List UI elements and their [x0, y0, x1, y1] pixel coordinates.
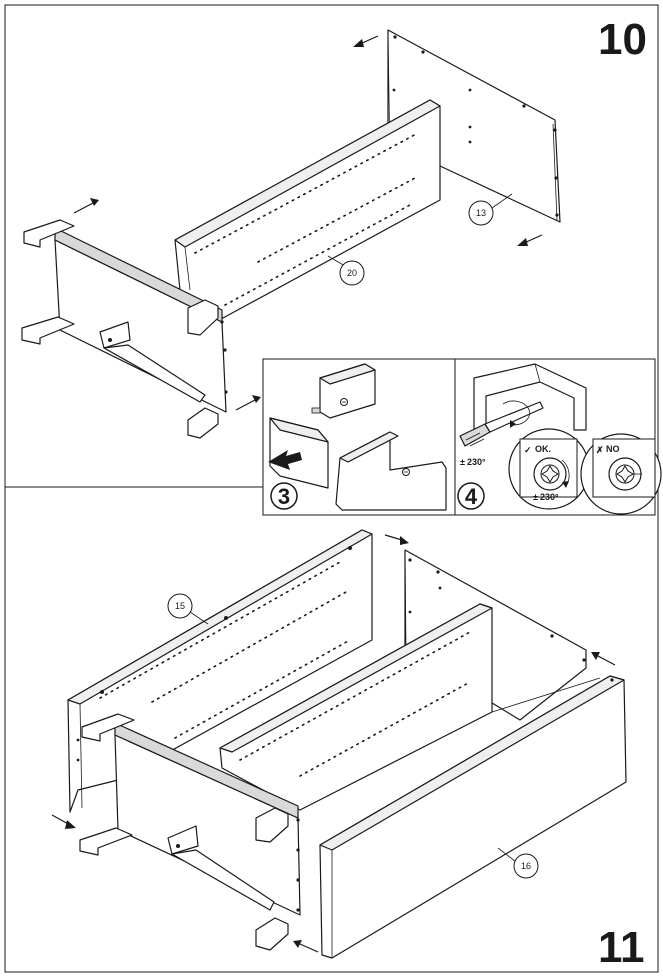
callout-20-label: 20 — [347, 268, 357, 278]
step-number-11: 11 — [598, 923, 645, 972]
arrow-upper-left — [353, 35, 379, 47]
rotation-label-ok-value: 230° — [540, 492, 559, 502]
base-frame-step10 — [21, 219, 228, 439]
cam-lock-ok-detail — [508, 428, 590, 510]
inset-4-badge — [457, 482, 485, 510]
no-label: NO — [606, 444, 620, 454]
callout-16: 16 — [497, 847, 539, 879]
inset-3-badge — [270, 482, 298, 510]
arrow-step11-top — [384, 534, 409, 545]
callout-15-label: 15 — [175, 601, 185, 611]
base-frame-step11 — [79, 713, 301, 951]
ok-checkmark-icon: ✓ — [524, 445, 532, 455]
inset-3-cam-bolt — [268, 363, 447, 511]
inset-number-3: 3 — [278, 484, 290, 509]
step-number-10: 10 — [598, 15, 647, 64]
rotation-label-ok: ± — [533, 492, 538, 502]
no-cross-icon: ✗ — [596, 445, 604, 455]
arrow-step11-bottom — [293, 940, 319, 953]
callout-16-label: 16 — [521, 861, 531, 871]
arrow-base-top — [73, 198, 99, 214]
inset-number-4: 4 — [465, 484, 478, 509]
inset-4-screwdriver — [459, 363, 587, 447]
rotation-label-top: ± — [460, 457, 465, 467]
arrow-step11-left — [51, 814, 76, 829]
callout-13-label: 13 — [476, 208, 486, 218]
arrow-step11-right — [591, 652, 616, 666]
front-panel-16 — [319, 675, 627, 959]
arrow-to-inset — [235, 395, 261, 411]
callout-20: 20 — [327, 255, 365, 286]
callout-15: 15 — [167, 593, 209, 625]
shelf-panel-20 — [174, 99, 441, 319]
cam-lock-no-detail — [580, 433, 662, 515]
arrow-lower-right — [517, 234, 543, 246]
ok-label: OK. — [535, 444, 551, 454]
callout-13: 13 — [468, 193, 513, 226]
middle-shelf-step11 — [219, 603, 601, 811]
rotation-label-top-value: 230° — [467, 457, 486, 467]
